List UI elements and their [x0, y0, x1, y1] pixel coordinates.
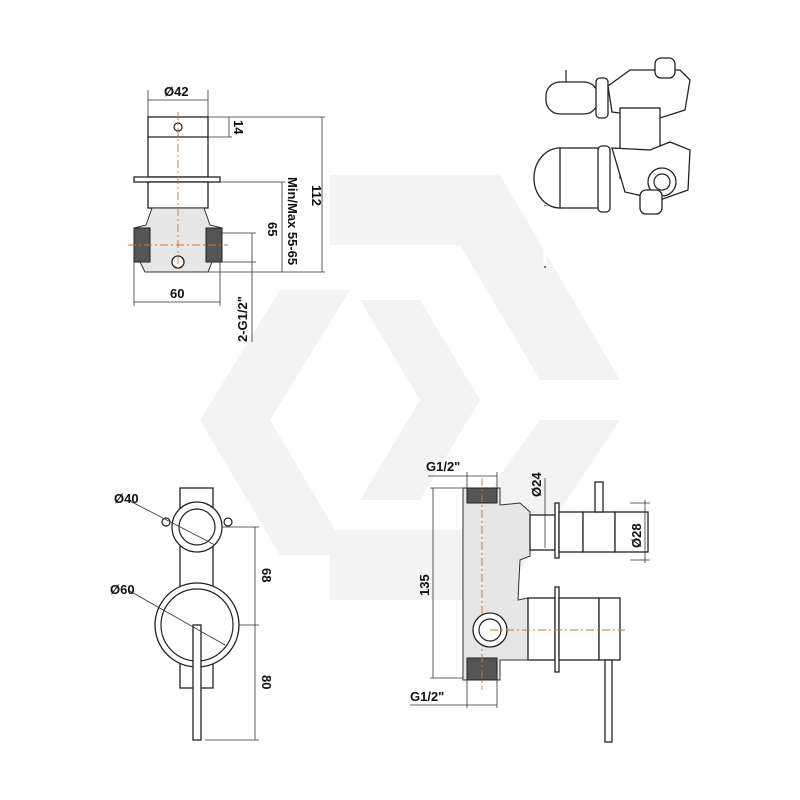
- dim-label-diameter-24: Ø24: [529, 472, 544, 497]
- mixer-body-profile: [558, 597, 600, 661]
- isometric-view: [533, 57, 691, 268]
- dim-label-thread: 2-G1/2": [235, 296, 250, 342]
- dim-label-80: 80: [259, 675, 274, 689]
- diverter-handle-profile: [582, 511, 616, 553]
- valve-body-profile: [462, 487, 531, 681]
- dim-label-bottom-thread: G1/2": [410, 689, 444, 704]
- dim-label-top-thread: G1/2": [426, 459, 460, 474]
- dim-label-diameter-60: Ø60: [110, 582, 135, 597]
- profile-lever: [604, 659, 613, 743]
- dim-label-60: 60: [170, 286, 184, 301]
- dim-label-14: 14: [231, 120, 246, 135]
- front-lever: [192, 624, 202, 741]
- wall-flange: [133, 176, 221, 183]
- dim-label-135: 135: [417, 574, 432, 596]
- dim-label-diameter-40: Ø40: [114, 491, 139, 506]
- dim-label-diameter-42: Ø42: [164, 84, 189, 99]
- dim-label-68: 68: [259, 568, 274, 582]
- dim-label-112: 112: [309, 185, 324, 206]
- diverter-stem: [529, 514, 556, 551]
- dim-label-diameter-28: Ø28: [629, 523, 644, 548]
- front-view: Ø40 Ø60 68 80: [110, 487, 274, 741]
- dim-label-65: 65: [265, 222, 280, 236]
- diverter-handle: [545, 81, 599, 115]
- side-view: Ø42 14 112 Min/Max 55-65 65 2-G1/2": [128, 84, 325, 342]
- profile-view: G1/2" 135 Ø24 Ø28 G1/2": [410, 459, 650, 743]
- dim-label-wall-range: Min/Max 55-65: [285, 177, 300, 265]
